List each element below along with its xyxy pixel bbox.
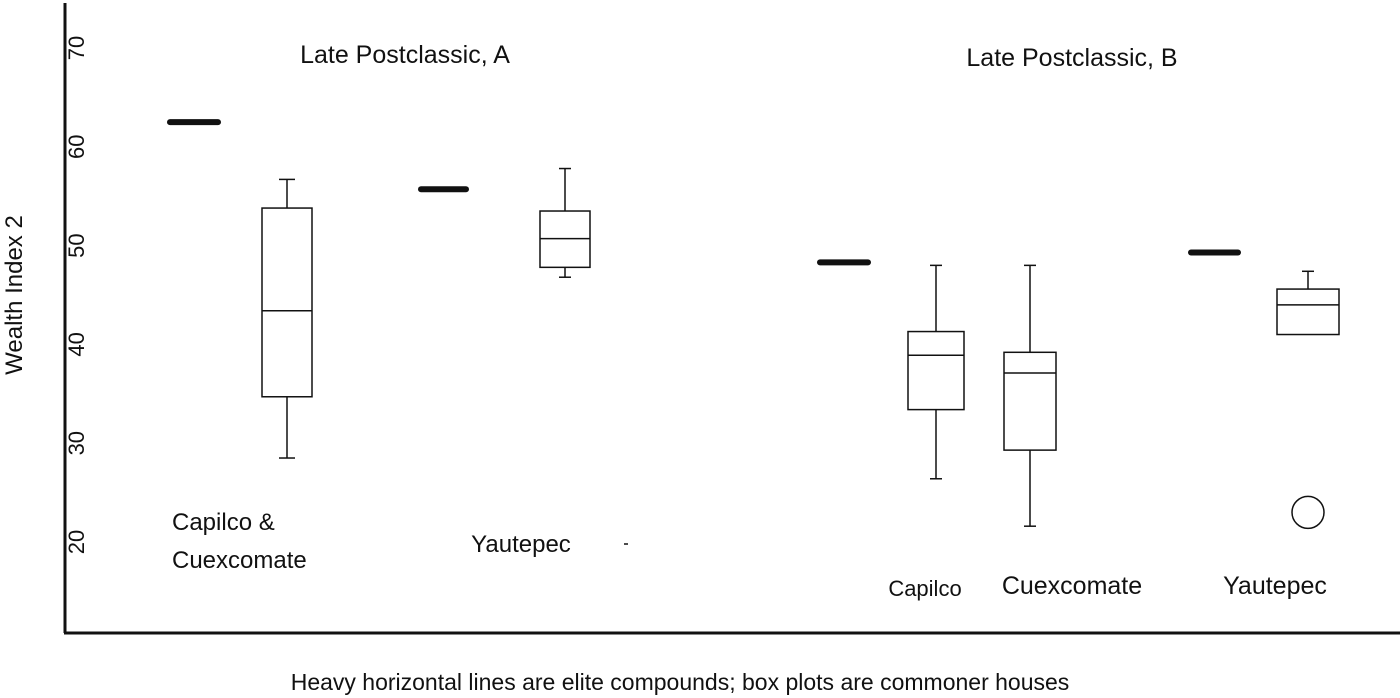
box-plots-layer	[261, 167, 1340, 530]
panel-title: Late Postclassic, A	[300, 41, 510, 69]
box-iqr	[907, 330, 965, 411]
y-axis-label: Wealth Index 2	[1, 215, 28, 375]
box-iqr	[1276, 288, 1340, 336]
axes-layer	[63, 3, 1400, 635]
elite-lines-layer	[167, 119, 1241, 266]
group-label: Yautepec	[1223, 572, 1327, 600]
text-labels-layer: Wealth Index 2 Late Postclassic, A Late Po…	[1, 41, 1327, 695]
panel-title: Late Postclassic, B	[966, 44, 1177, 72]
y-ticks-layer: 20 30 40 50 60 70	[64, 36, 89, 554]
y-tick-label: 60	[64, 135, 89, 159]
y-tick-label: 70	[64, 36, 89, 60]
y-tick-label: 30	[64, 431, 89, 455]
box-outlier-point	[1291, 495, 1325, 530]
y-tick-label: 50	[64, 233, 89, 257]
box-iqr	[1003, 351, 1057, 451]
group-label: Capilco	[888, 576, 961, 601]
box-iqr	[261, 207, 313, 398]
group-label: Capilco &Cuexcomate	[172, 509, 307, 574]
y-tick-label: 40	[64, 332, 89, 356]
figure-caption: Heavy horizontal lines are elite compoun…	[291, 669, 1070, 695]
y-tick-label: 20	[64, 530, 89, 554]
group-label: Yautepec	[471, 531, 571, 558]
group-label: Cuexcomate	[1002, 572, 1142, 600]
